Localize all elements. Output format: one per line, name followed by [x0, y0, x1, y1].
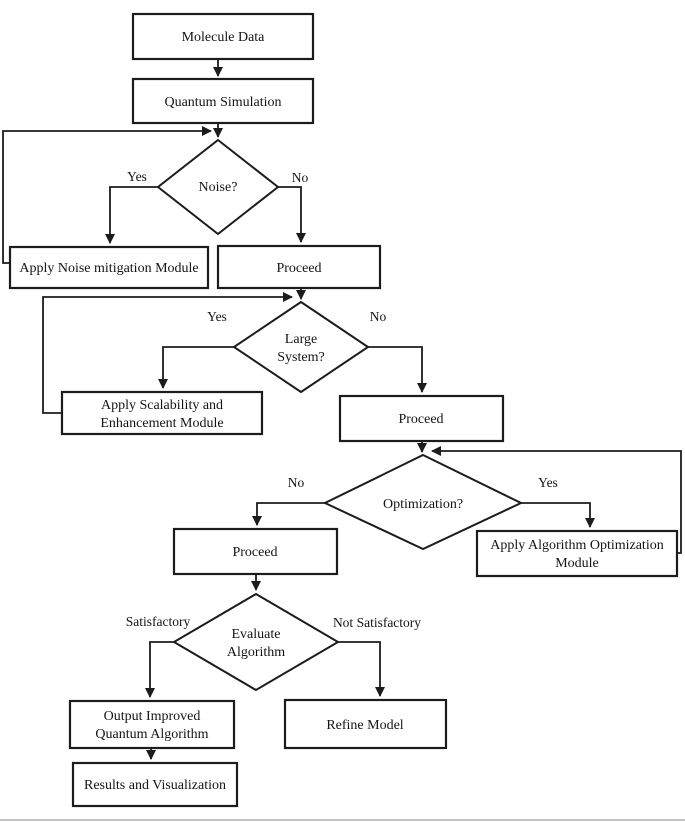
- node-label: Quantum Simulation: [164, 95, 281, 110]
- node-box: [131, 77, 315, 125]
- node-molecule-data: Molecule Data: [131, 12, 315, 61]
- node-apply-scalability: Apply Scalability and Enhancement Module: [60, 390, 264, 436]
- node-label-line1: Output Improved: [104, 709, 201, 724]
- node-label-line2: Quantum Algorithm: [95, 727, 208, 742]
- node-label: Apply Noise mitigation Module: [19, 261, 198, 276]
- node-proceed-after-large-system: Proceed: [338, 394, 505, 443]
- node-diamond: [172, 592, 340, 692]
- node-label: Proceed: [398, 412, 443, 427]
- node-label-line1: Large: [285, 332, 317, 347]
- node-label-line1: Apply Scalability and: [101, 398, 223, 413]
- node-box: [71, 761, 239, 808]
- node-diamond: [322, 453, 524, 551]
- node-results-visualization: Results and Visualization: [71, 761, 239, 808]
- edge-label-optimization-yes: Yes: [538, 475, 558, 490]
- node-output-improved-algorithm: Output Improved Quantum Algorithm: [68, 699, 236, 750]
- edge-evaluate-not-satisfactory: [337, 641, 385, 697]
- node-proceed-after-optimization: Proceed: [172, 527, 339, 576]
- node-diamond: [232, 300, 370, 394]
- node-large-system-decision: Large System?: [232, 300, 370, 394]
- scan-artifact-band: [0, 819, 685, 821]
- node-proceed-after-noise: Proceed: [216, 244, 382, 290]
- edge-label-noise-yes: Yes: [127, 169, 147, 184]
- edge-large-system-yes: [158, 346, 235, 389]
- node-label-line2: System?: [277, 350, 324, 365]
- node-quantum-simulation: Quantum Simulation: [131, 77, 315, 125]
- node-label: Molecule Data: [182, 30, 266, 45]
- node-box: [68, 699, 236, 750]
- node-label: Optimization?: [383, 497, 463, 512]
- edge-optimization-no: [252, 502, 328, 526]
- edge-noise-mitigation-loopback: [2, 126, 212, 264]
- edge-noise-yes: [105, 186, 160, 244]
- edge-label-evaluate-not-satisfactory: Not Satisfactory: [333, 615, 421, 630]
- node-box: [60, 390, 264, 436]
- node-box: [283, 698, 448, 750]
- edge-label-large-system-yes: Yes: [207, 309, 227, 324]
- node-box: [475, 529, 679, 578]
- node-apply-algorithm-optimization: Apply Algorithm Optimization Module: [475, 529, 679, 578]
- node-box: [216, 244, 382, 290]
- node-label: Noise?: [199, 180, 238, 195]
- node-noise-decision: Noise?: [156, 138, 280, 236]
- node-label-line1: Apply Algorithm Optimization: [490, 538, 663, 553]
- node-label: Results and Visualization: [84, 778, 226, 793]
- node-label-line2: Enhancement Module: [100, 416, 223, 431]
- edge-label-evaluate-satisfactory: Satisfactory: [126, 614, 191, 629]
- node-evaluate-algorithm-decision: Evaluate Algorithm: [172, 592, 340, 692]
- edge-label-large-system-no: No: [370, 309, 387, 324]
- edge-large-system-no: [367, 346, 427, 393]
- edge-optimization-yes: [518, 502, 595, 528]
- node-label-line2: Algorithm: [227, 645, 285, 660]
- node-label-line1: Evaluate: [232, 627, 281, 642]
- node-box: [172, 527, 339, 576]
- node-label-line2: Module: [555, 556, 599, 571]
- node-apply-noise-mitigation: Apply Noise mitigation Module: [8, 245, 210, 290]
- edge-algorithm-optimization-loopback: [431, 446, 682, 554]
- node-diamond: [156, 138, 280, 236]
- edge-scalability-loopback: [42, 292, 293, 414]
- node-label: Refine Model: [326, 718, 403, 733]
- node-refine-model: Refine Model: [283, 698, 448, 750]
- node-box: [131, 12, 315, 61]
- edge-evaluate-satisfactory: [145, 641, 175, 698]
- node-label: Proceed: [232, 545, 277, 560]
- node-box: [8, 245, 210, 290]
- edge-label-noise-no: No: [292, 170, 309, 185]
- edge-label-optimization-no: No: [288, 475, 305, 490]
- node-label: Proceed: [276, 261, 321, 276]
- edge-noise-no: [276, 186, 306, 243]
- node-box: [338, 394, 505, 443]
- node-optimization-decision: Optimization?: [322, 453, 524, 551]
